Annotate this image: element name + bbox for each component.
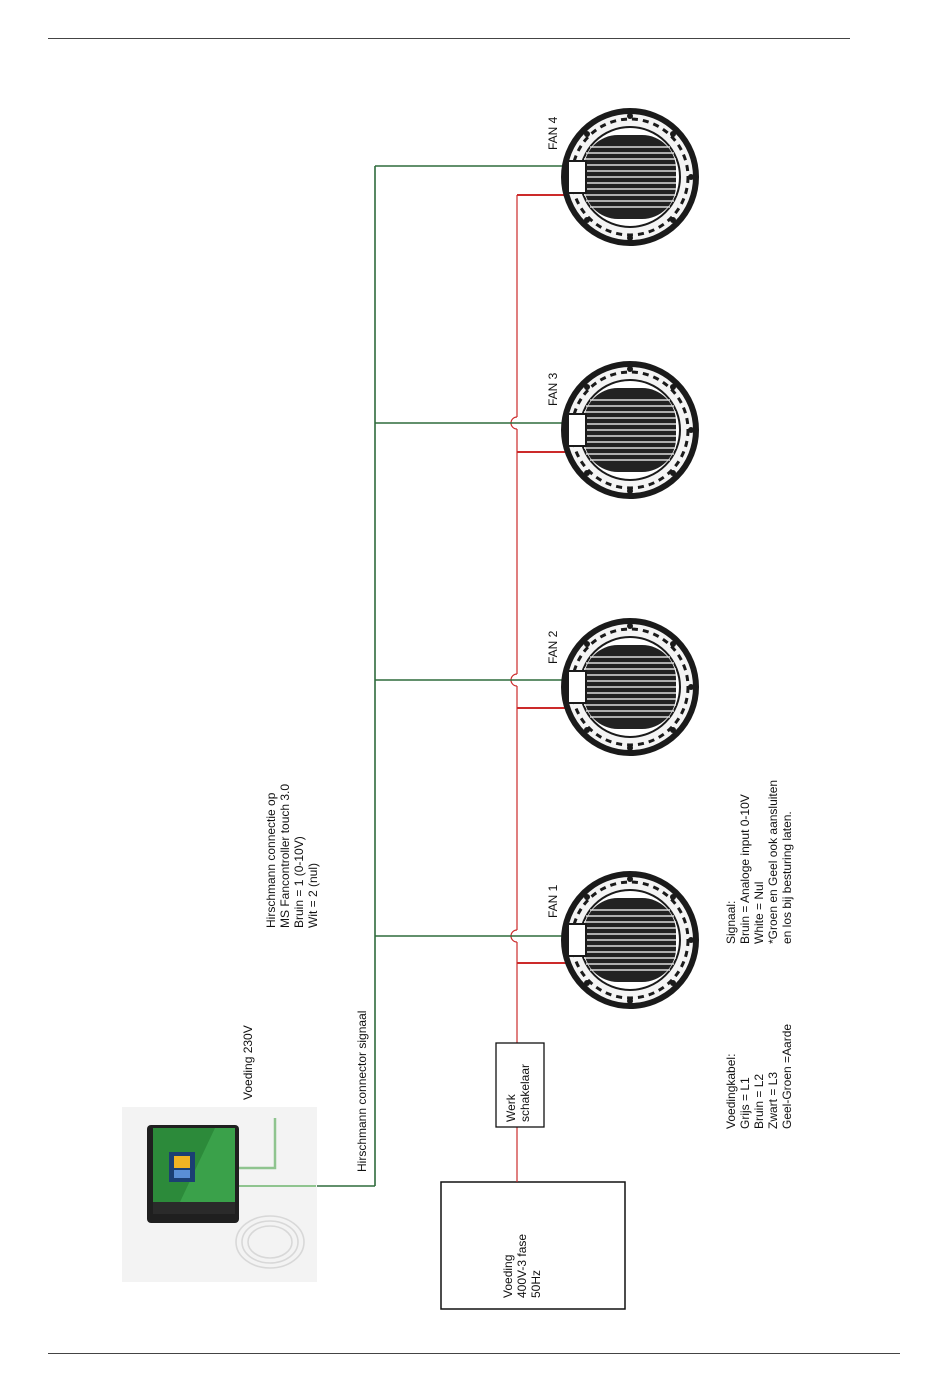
power-supply-line-3: 50Hz [529,1270,543,1298]
power-legend-line-1: Voedingkabel: [724,1054,738,1129]
header-rule [48,38,850,39]
power-legend-line-3: Bruin = L2 [752,1074,766,1129]
signal-legend-line-2: Bruin = Analoge input 0-10V [738,794,752,944]
signal-legend-line-3: White = Nul [752,882,766,944]
signal-legend-line-4: *Groen en Geel ook aansluiten [766,780,780,944]
switch-line-1: Werk [504,1093,518,1122]
switch-line-2: schakelaar [518,1064,532,1122]
signal-legend-line-1: Signaal: [724,901,738,944]
controller-power-label: Voeding 230V [241,1025,255,1100]
signal-cable-label: Hirschmann connector signaal [355,1011,369,1172]
fan-1-icon [564,874,696,1006]
power-supply: Voeding 400V-3 fase 50Hz [440,1181,626,1310]
fan-3-icon [564,364,696,496]
signal-legend-line-5: en los bij besturing laten. [780,811,794,944]
svg-text:Werk schakelaar: Werk schakelaar [504,1064,532,1122]
svg-text:Voeding 400V-3 fase: Voeding 400V-3 fase 50Hz [501,1231,543,1298]
hirschmann-note-line-2: MS Fancontroller touch 3.0 [278,784,292,928]
footer-rule [48,1353,900,1354]
fan-2: FAN 2 [546,621,696,753]
hirschmann-note-line-3: Bruin = 1 (0-10V) [292,836,306,928]
fan-3-label: FAN 3 [546,372,560,406]
fan-4-label: FAN 4 [546,116,560,150]
hirschmann-note: Hirschmann connectie op MS Fancontroller… [264,781,320,928]
fan-2-label: FAN 2 [546,630,560,664]
power-supply-line-1: Voeding [501,1255,515,1298]
work-switch: Werk schakelaar [495,1042,545,1128]
power-supply-line-2: 400V-3 fase [515,1234,529,1298]
power-legend-line-5: Geel-Groen =Aarde [780,1024,794,1129]
fan-3: FAN 3 [546,364,696,496]
fan-controller-image [122,1107,317,1282]
hirschmann-note-line-1: Hirschmann connectie op [264,792,278,928]
fan-2-icon [564,621,696,753]
power-trunk [510,195,518,1182]
power-branches [517,194,570,964]
signal-wiring [316,165,570,1187]
signal-legend: Signaal: Bruin = Analoge input 0-10V Whi… [724,777,794,944]
power-legend-line-4: Zwart = L3 [766,1072,780,1129]
fan-1-label: FAN 1 [546,884,560,918]
fan-1: FAN 1 [546,874,696,1006]
power-legend-line-2: Grijs = L1 [738,1077,752,1129]
fan-4: FAN 4 [546,111,696,243]
fan-4-icon [564,111,696,243]
power-cable-legend: Voedingkabel: Grijs = L1 Bruin = L2 Zwar… [724,1024,794,1129]
hirschmann-note-line-4: Wit = 2 (nul) [306,863,320,928]
